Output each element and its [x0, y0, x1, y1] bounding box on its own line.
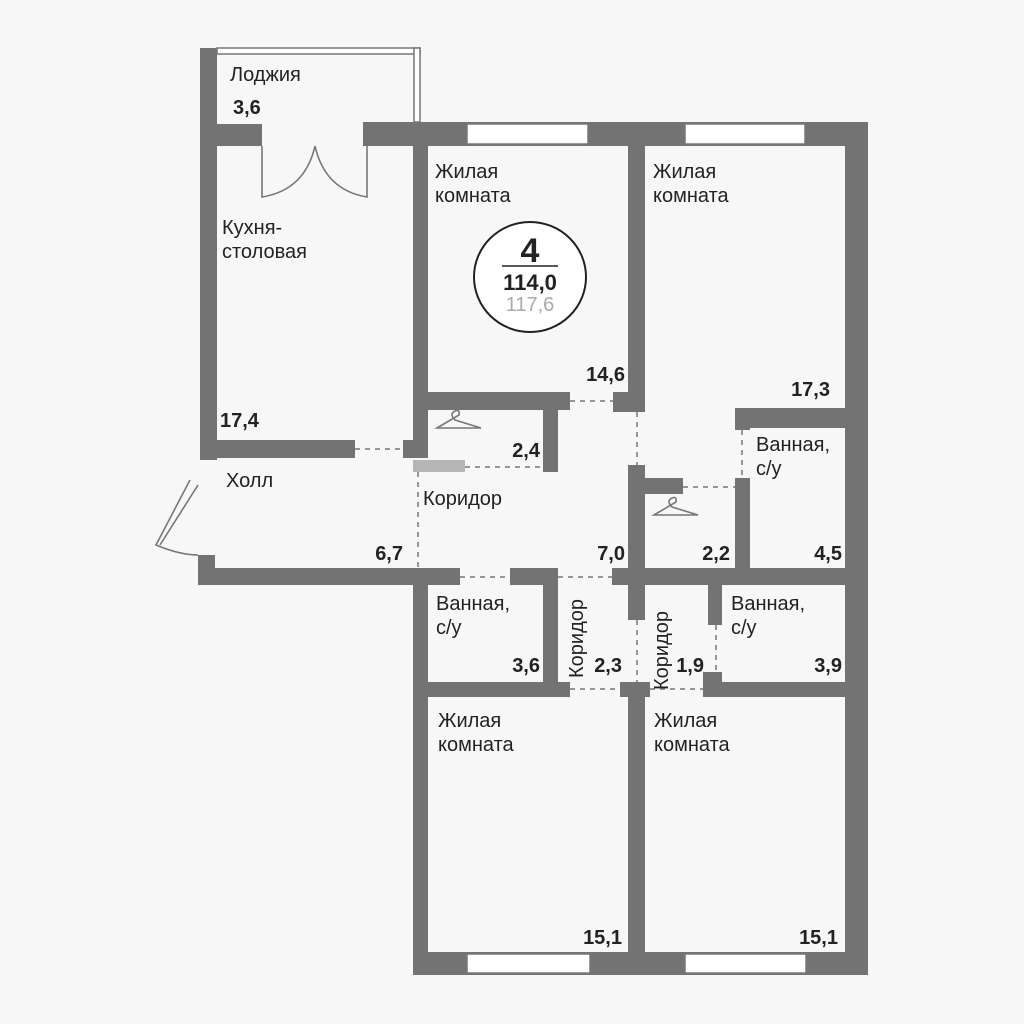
- living-area: 114,0: [503, 270, 557, 295]
- wall: [413, 682, 570, 697]
- window: [684, 123, 806, 145]
- total-area: 117,6: [506, 294, 555, 316]
- walls: [198, 48, 868, 975]
- room-name: Коридор: [651, 611, 673, 690]
- room-area: 1,9: [676, 655, 704, 677]
- wall: [543, 568, 558, 695]
- wall: [198, 568, 460, 585]
- room-name: комната: [438, 734, 515, 756]
- wall: [628, 585, 645, 620]
- windows: [216, 47, 807, 974]
- hanger-icon: [651, 496, 699, 516]
- room-name: Холл: [226, 470, 273, 492]
- window: [466, 123, 589, 145]
- room-area: 3,6: [233, 97, 261, 119]
- room-name: Ванная,: [436, 593, 510, 615]
- wall: [612, 568, 868, 585]
- room-name: комната: [654, 734, 731, 756]
- room-name: Жилая: [654, 710, 717, 732]
- loggia-railing: [413, 47, 421, 123]
- balcony-door: [261, 145, 368, 198]
- wall: [413, 392, 570, 410]
- room-name: комната: [653, 185, 730, 207]
- wall: [628, 146, 645, 412]
- wall: [413, 460, 465, 472]
- room-name: Коридор: [423, 488, 502, 510]
- room-name: Жилая: [435, 161, 498, 183]
- wall: [200, 48, 217, 460]
- wall: [628, 682, 645, 975]
- apartment-summary-badge: 4 114,0 117,6: [473, 221, 587, 333]
- room-area: 6,7: [375, 543, 403, 565]
- room-name: Ванная,: [731, 593, 805, 615]
- wall: [845, 122, 868, 975]
- room-name: Жилая: [438, 710, 501, 732]
- room-name: Лоджия: [230, 64, 301, 86]
- wall: [413, 146, 428, 410]
- window: [466, 953, 591, 974]
- window: [684, 953, 807, 974]
- wall: [413, 410, 428, 458]
- wall: [413, 568, 428, 975]
- room-area: 15,1: [583, 927, 622, 949]
- wall: [200, 124, 262, 146]
- wall: [628, 465, 645, 585]
- wall: [735, 408, 750, 430]
- doors: [154, 145, 743, 690]
- room-area: 17,3: [791, 379, 830, 401]
- room-name: Жилая: [653, 161, 716, 183]
- room-area: 15,1: [799, 927, 838, 949]
- room-area: 2,2: [702, 543, 730, 565]
- room-area: 14,6: [586, 364, 625, 386]
- room-name: Коридор: [566, 599, 588, 678]
- wall: [735, 478, 750, 585]
- wall: [543, 410, 558, 472]
- wall: [645, 478, 683, 494]
- room-area: 3,9: [814, 655, 842, 677]
- rooms-count: 4: [521, 232, 540, 270]
- room-name: с/у: [436, 617, 462, 639]
- room-name: комната: [435, 185, 512, 207]
- room-name: столовая: [222, 241, 307, 263]
- room-area: 2,4: [512, 440, 541, 462]
- room-area: 2,3: [594, 655, 622, 677]
- wall: [200, 440, 355, 458]
- room-name: Кухня-: [222, 217, 282, 239]
- room-area: 3,6: [512, 655, 540, 677]
- hanger-icon: [434, 409, 482, 429]
- room-labels: Лоджия 3,6 Кухня- столовая 17,4 Жилая ко…: [220, 64, 842, 949]
- loggia-railing: [216, 47, 421, 55]
- room-area: 7,0: [597, 543, 625, 565]
- room-name: с/у: [731, 617, 757, 639]
- room-name: с/у: [756, 458, 782, 480]
- room-area: 4,5: [814, 543, 842, 565]
- wall: [708, 585, 722, 625]
- wall: [735, 408, 868, 428]
- wall: [703, 682, 868, 697]
- room-name: Ванная,: [756, 434, 830, 456]
- room-area: 17,4: [220, 410, 260, 432]
- entrance-door: [154, 479, 199, 556]
